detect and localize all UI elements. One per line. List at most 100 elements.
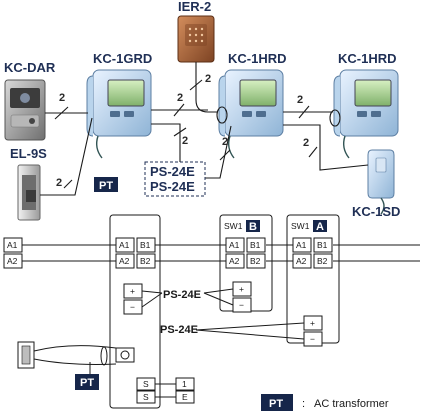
terminal-a1-sw1b xyxy=(225,237,245,253)
terminal-minus-grd-text: − xyxy=(130,302,135,312)
grd-terminal-column xyxy=(109,214,161,409)
legend: PT : AC transformer xyxy=(261,394,389,411)
terminal-a1-dev xyxy=(3,237,23,253)
terminal-a2-dev xyxy=(3,253,23,269)
terminal-plus-grd-text: + xyxy=(130,286,135,296)
ps-24e-top-1: PS-24E xyxy=(150,164,195,179)
terminal-a1-sw1b-text: A1 xyxy=(229,240,240,250)
terminal-a1-dev-text: A1 xyxy=(7,240,18,250)
wire-tick xyxy=(298,105,310,119)
legend-badge-text: PT xyxy=(269,398,283,410)
kc-dar-door-station xyxy=(4,79,46,141)
terminal-a2-sw1a xyxy=(292,253,312,269)
sw1-a-value: A xyxy=(316,221,324,233)
pt-badge-bottom: PT xyxy=(75,374,99,390)
terminal-a1-sw1a xyxy=(292,237,312,253)
wire-tick xyxy=(219,149,231,161)
kc-1hrd-monitor-left xyxy=(218,69,284,159)
wire-count-ps-hrd: 2 xyxy=(222,136,228,148)
kc-1sd-handset xyxy=(367,149,395,215)
sw1-b-value-box xyxy=(246,220,260,232)
terminal-s-1-text: S xyxy=(143,379,149,389)
terminal-1-text: 1 xyxy=(182,379,187,389)
kc-1hrd-monitor-right xyxy=(333,69,399,159)
terminal-1 xyxy=(175,377,195,391)
ier-2-unit xyxy=(177,15,215,63)
legend-separator: : xyxy=(302,398,305,410)
terminal-a2-sw1b xyxy=(225,253,245,269)
wire-tick xyxy=(189,79,203,91)
terminal-b1-sw1b-text: B1 xyxy=(250,240,261,250)
pt-badge-bottom-text: PT xyxy=(80,377,94,389)
terminal-minus-sw1a-text: − xyxy=(310,334,315,344)
wire-count-grd-hrd: 2 xyxy=(177,92,183,104)
kc-1grd-monitor xyxy=(86,69,152,159)
terminal-b1-grd xyxy=(136,237,156,253)
wire-count-ier-hrd: 2 xyxy=(205,73,211,85)
terminal-b2-sw1b xyxy=(246,253,266,269)
ier-2-label: IER-2 xyxy=(178,0,211,14)
wire-ps-hrd xyxy=(205,125,232,179)
ps-line-sw1a-minus xyxy=(195,329,305,340)
wire-count-hrd-hrd: 2 xyxy=(297,94,303,106)
el-9s-label: EL-9S xyxy=(10,146,47,161)
wire-loop xyxy=(329,109,341,127)
legend-badge xyxy=(261,394,293,411)
ps-connector-lines xyxy=(141,288,305,340)
wire-ier-hrd xyxy=(195,62,218,113)
ps-24e-top-box: PS-24E PS-24E xyxy=(144,161,206,197)
terminal-plus-sw1a-text: + xyxy=(310,318,315,328)
terminal-a1-grd xyxy=(115,237,135,253)
ps-24e-top-2: PS-24E xyxy=(150,179,195,194)
terminal-b2-sw1b-text: B2 xyxy=(250,256,261,266)
wire-tick xyxy=(173,103,185,117)
terminal-a2-grd xyxy=(115,253,135,269)
terminal-a2-dev-text: A2 xyxy=(7,256,18,266)
ps-line-sw1b-minus xyxy=(203,292,234,306)
kc-1grd-label: KC-1GRD xyxy=(93,51,152,66)
wire-count-ps-grd: 2 xyxy=(182,135,188,147)
ps-line-sw1b-plus xyxy=(203,288,234,294)
terminal-a1-sw1a-text: A1 xyxy=(296,240,307,250)
pt-badge-top-text: PT xyxy=(99,180,113,192)
wire-tick xyxy=(173,127,187,137)
terminal-b2-grd xyxy=(136,253,156,269)
ps-24e-label-1: PS-24E xyxy=(163,289,201,301)
terminal-b2-sw1a-text: B2 xyxy=(317,256,328,266)
wire-count-el-grd: 2 xyxy=(56,177,62,189)
kc-1hrd-right-label: KC-1HRD xyxy=(338,51,397,66)
terminal-minus-sw1b-text: − xyxy=(239,300,244,310)
bus-lines xyxy=(22,244,420,262)
terminal-plus-sw1b-text: + xyxy=(239,284,244,294)
terminal-b2-sw1a xyxy=(313,253,333,269)
terminal-s-2-text: S xyxy=(143,392,149,402)
sw1-a-label: SW1 xyxy=(291,221,310,231)
terminal-b1-sw1a xyxy=(313,237,333,253)
legend-text: AC transformer xyxy=(314,398,389,410)
wire-loop xyxy=(216,106,228,124)
ps-24e-label-2: PS-24E xyxy=(160,324,198,336)
terminal-a2-sw1b-text: A2 xyxy=(229,256,240,266)
wire-count-hrd-sd: 2 xyxy=(303,137,309,149)
kc-1hrd-left-label: KC-1HRD xyxy=(228,51,287,66)
terminal-e xyxy=(175,390,195,404)
wire-tick xyxy=(308,146,318,158)
wire-el-grd xyxy=(40,117,93,196)
top-wires xyxy=(40,62,369,196)
sw1-b-value: B xyxy=(249,221,257,233)
terminal-b1-sw1a-text: B1 xyxy=(317,240,328,250)
ps-line-grd-plus xyxy=(141,290,163,294)
sw1-b-label: SW1 xyxy=(224,221,243,231)
ps-line-sw1a-plus xyxy=(195,322,305,331)
lock-wiring xyxy=(17,341,135,374)
wire-count-dar-grd: 2 xyxy=(59,92,65,104)
terminal-a2-grd-text: A2 xyxy=(119,256,130,266)
el-9s-electric-lock xyxy=(17,164,41,221)
kc-dar-label: KC-DAR xyxy=(4,60,56,75)
terminal-b1-sw1b xyxy=(246,237,266,253)
wire-tick xyxy=(63,179,73,189)
terminal-b2-grd-text: B2 xyxy=(140,256,151,266)
terminal-b1-grd-text: B1 xyxy=(140,240,151,250)
sw1-a-value-box xyxy=(313,220,327,232)
